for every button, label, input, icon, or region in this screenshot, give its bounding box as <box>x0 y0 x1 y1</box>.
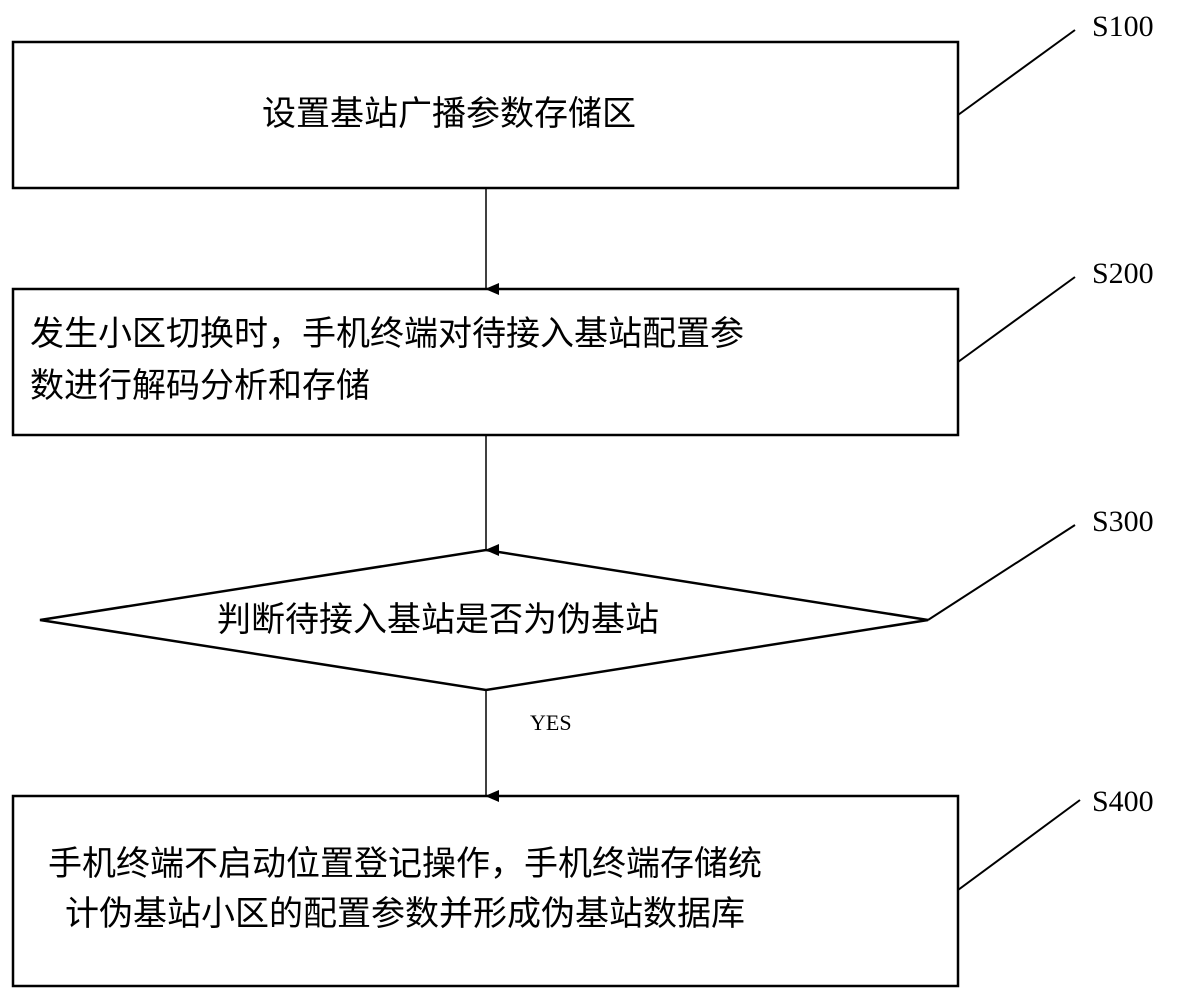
step-label-s200: S200 <box>1092 257 1154 290</box>
step-s400-text-line2: 计伪基站小区的配置参数并形成伪基站数据库 <box>65 894 745 934</box>
step-s200-text-line1: 发生小区切换时，手机终端对待接入基站配置参 <box>30 314 744 354</box>
step-s400-text-line1: 手机终端不启动位置登记操作，手机终端存储统 <box>48 844 762 884</box>
leader-line-s100 <box>957 29 1076 116</box>
step-label-s100: S100 <box>1092 10 1154 43</box>
leader-line-s200 <box>957 276 1076 363</box>
leader-line-s400 <box>957 799 1081 891</box>
step-label-s400: S400 <box>1092 785 1154 818</box>
leader-line-s300 <box>927 524 1076 621</box>
step-s200-text-line2: 数进行解码分析和存储 <box>30 366 370 406</box>
step-s400-box <box>11 794 960 988</box>
step-label-s300: S300 <box>1092 505 1154 538</box>
branch-label-yes: YES <box>530 710 572 735</box>
step-s100-text: 设置基站广播参数存储区 <box>262 94 636 134</box>
step-s300-text: 判断待接入基站是否为伪基站 <box>217 600 659 640</box>
